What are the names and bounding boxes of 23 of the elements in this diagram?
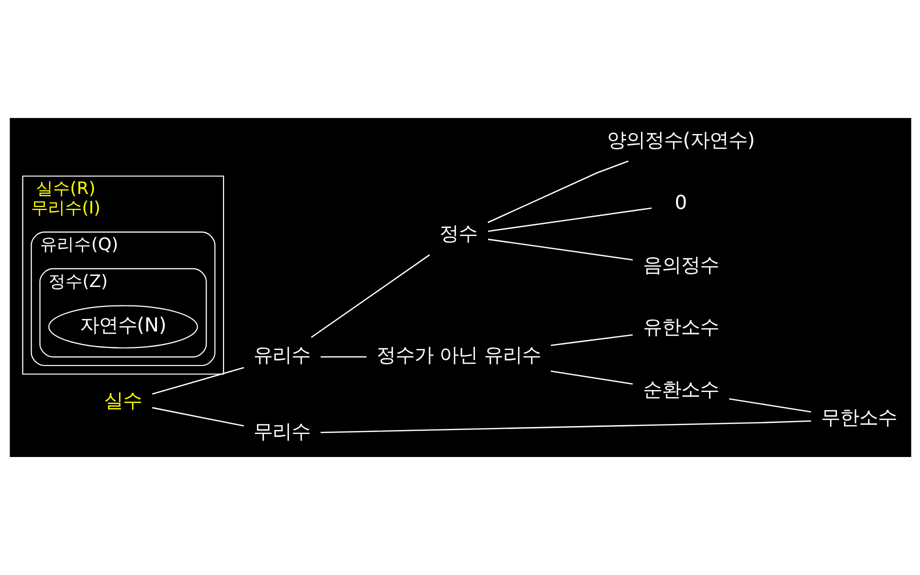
node-text: 0 <box>674 190 687 214</box>
connector <box>310 254 430 338</box>
node-text: 양의정수(자연수) <box>606 128 754 152</box>
node-ellipse: 자연수(N) <box>48 305 198 348</box>
connector <box>487 160 628 224</box>
connector <box>320 420 811 434</box>
node-text: 정수 <box>439 222 478 246</box>
connector <box>152 367 244 395</box>
connector <box>320 356 366 358</box>
connector <box>487 238 632 260</box>
node-text: 정수가 아닌 유리수 <box>376 344 540 367</box>
connector <box>152 407 244 427</box>
connector <box>550 334 632 346</box>
connector <box>728 398 811 412</box>
node-text: 무한소수 <box>820 406 897 430</box>
node-text: 실수 <box>104 388 142 412</box>
node-text: 음의정수 <box>642 253 718 276</box>
node-text: 무리수 <box>253 420 310 444</box>
node-text: 유리수 <box>253 344 310 367</box>
node-text: 순환소수 <box>642 378 718 402</box>
connector <box>487 207 652 232</box>
node-text: 유한소수 <box>642 316 718 339</box>
connector <box>550 370 632 385</box>
